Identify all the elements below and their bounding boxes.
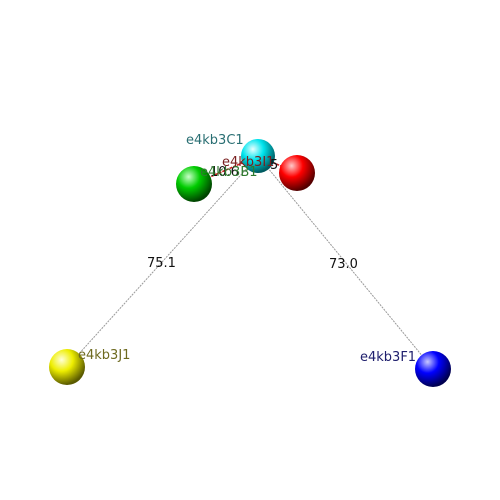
distance-line-a1-a3 — [257, 155, 298, 174]
atoms — [49, 139, 451, 387]
atom-sphere-e4kb3I1[interactable] — [279, 155, 315, 191]
distance-label: 73.0 — [329, 257, 358, 272]
distance-line-a1-a4 — [66, 155, 259, 368]
distance-lines — [66, 155, 434, 370]
distance-line-a1-a5 — [257, 155, 434, 370]
distance-label: 10.6 — [210, 165, 239, 180]
distance-label: 5 — [270, 158, 278, 173]
atom-label: e4kb3C1 — [186, 133, 244, 148]
atom-sphere-e4kb3C1[interactable] — [241, 139, 275, 173]
atom-label: e4kb3I1 — [222, 155, 274, 170]
atom-sphere-e4kb3J1[interactable] — [49, 349, 85, 385]
atom-label: e4kb3B1 — [200, 165, 258, 180]
atom-label: e4kb3J1 — [78, 348, 130, 363]
distance-label: 75.1 — [147, 256, 176, 271]
atom-sphere-e4kb3F1[interactable] — [415, 351, 451, 387]
atom-label: e4kb3F1 — [360, 350, 416, 365]
atom-sphere-e4kb3B1[interactable] — [176, 166, 212, 202]
